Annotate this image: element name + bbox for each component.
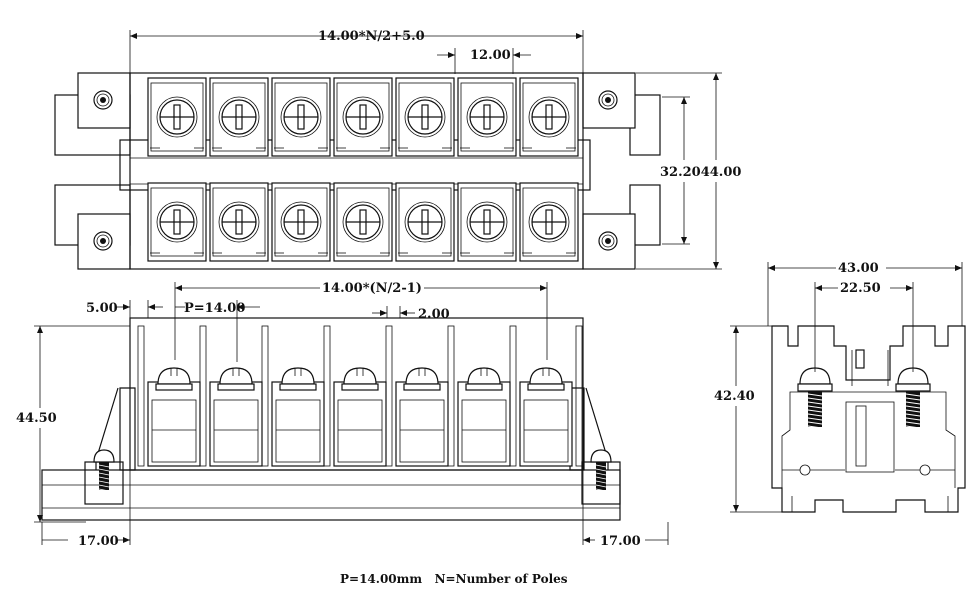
side-screw-icon	[895, 367, 931, 429]
dim-front-pitch: P=14.00	[184, 301, 245, 316]
top-body-outline	[129, 72, 584, 270]
front-pole-4	[323, 325, 387, 467]
front-screw-icon	[529, 367, 563, 385]
pole-top-row-2	[209, 77, 269, 157]
top-view	[54, 72, 661, 270]
pole-bottom-row-6	[457, 182, 517, 262]
front-screw-icon	[281, 367, 315, 385]
dim-side-width: 43.00	[838, 261, 879, 276]
front-screw-icon	[467, 367, 501, 385]
side-dimensions: 43.00 22.50 42.40	[712, 258, 963, 513]
front-pole-1	[137, 325, 201, 467]
front-pole-7	[509, 325, 573, 467]
pole-top-row-5	[395, 77, 455, 157]
pole-top-row-3	[271, 77, 331, 157]
front-view	[41, 317, 621, 521]
rail-screw-icon	[93, 449, 115, 492]
mounting-screw-icon	[598, 90, 618, 110]
front-pole-3	[261, 325, 325, 467]
side-view	[771, 325, 966, 513]
dim-top-height: 32.2044.00	[660, 165, 741, 180]
pole-top-row-4	[333, 77, 393, 157]
side-body-outline	[771, 325, 966, 513]
mounting-screw-icon	[93, 90, 113, 110]
din-rail	[41, 469, 621, 521]
dim-front-right-end: 17.00	[600, 534, 641, 549]
dim-front-height: 44.50	[16, 411, 57, 426]
pole-top-row-1	[147, 77, 207, 157]
dim-front-span: 14.00*(N/2-1)	[322, 281, 422, 296]
front-screw-icon	[343, 367, 377, 385]
pole-bottom-row-4	[333, 182, 393, 262]
side-screw-icon	[797, 367, 833, 429]
dim-side-inner: 22.50	[840, 281, 881, 296]
front-screw-icon	[157, 367, 191, 385]
pole-bottom-row-1	[147, 182, 207, 262]
rail-screw-icon	[590, 449, 612, 492]
mounting-screw-icon	[598, 231, 618, 251]
top-dimensions: 14.00*N/2+5.0 12.00 32.2044.00	[129, 29, 741, 270]
dim-front-left-offset: 5.00	[86, 301, 118, 316]
front-screw-icon	[219, 367, 253, 385]
front-dimensions: 14.00*(N/2-1) 5.00 P=14.00 2.00 44.50 17…	[14, 278, 669, 549]
front-screw-icon	[405, 367, 439, 385]
dim-top-pitch: 12.00	[470, 48, 511, 63]
caption: P=14.00mm N=Number of Poles	[340, 572, 568, 586]
dim-total-width: 14.00*N/2+5.0	[318, 29, 425, 44]
front-body-outline	[129, 317, 584, 471]
dim-side-height: 42.40	[714, 389, 755, 404]
pole-bottom-row-7	[519, 182, 579, 262]
front-pole-5	[385, 325, 449, 467]
mounting-screw-icon	[93, 231, 113, 251]
pole-top-row-7	[519, 77, 579, 157]
pole-bottom-row-5	[395, 182, 455, 262]
pole-bottom-row-2	[209, 182, 269, 262]
front-pole-6	[447, 325, 511, 467]
front-pole-2	[199, 325, 263, 467]
dim-front-left-end: 17.00	[78, 534, 119, 549]
pole-bottom-row-3	[271, 182, 331, 262]
pole-top-row-6	[457, 77, 517, 157]
dim-front-gap: 2.00	[418, 307, 450, 322]
